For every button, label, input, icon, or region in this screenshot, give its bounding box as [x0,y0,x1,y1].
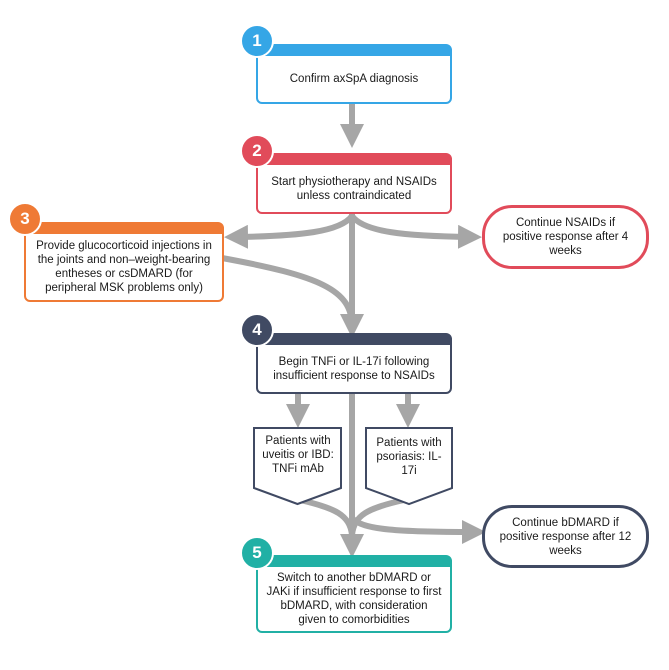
step-2-badge: 2 [240,134,274,168]
step-2-number: 2 [252,141,262,160]
step-5-badge: 5 [240,536,274,570]
subgroup-uveitis-text: Patients with uveitis or IBD: TNFi mAb [262,435,334,475]
outcome-nsaids-pill: Continue NSAIDs if positive response aft… [482,205,649,269]
step-1-number: 1 [252,31,262,50]
step-4-badge: 4 [240,313,274,347]
step-3-box: Provide glucocorticoid injections in the… [24,222,224,302]
arrow-to-bdmard [349,515,486,544]
arrow-uveitis-to-5 [299,497,355,536]
step-1-text: Confirm axSpA diagnosis [289,73,419,85]
subgroup-psoriasis-shape [365,427,453,506]
step-3-badge: 3 [8,202,42,236]
step-4-number: 4 [252,320,262,339]
subgroup-uveitis-shape [253,427,342,506]
arrow-2-to-3 [224,213,355,249]
subgroup-psoriasis-text: Patients with psoriasis: IL-17i [376,437,442,477]
outcome-bdmard-text: Continue bDMARD if positive response aft… [499,516,632,557]
step-2-text: Start physiotherapy and NSAIDs unless co… [271,175,437,202]
arrow-psoriasis-to-5 [349,497,405,536]
arrow-3-to-4 [221,255,355,327]
step-1-box: Confirm axSpA diagnosis [256,44,452,104]
step-4-box: Begin TNFi or IL-17i following insuffici… [256,333,452,394]
step-3-text: Provide glucocorticoid injections in the… [36,240,212,294]
step-4-text: Begin TNFi or IL-17i following insuffici… [273,355,435,382]
arrow-2-to-nsaids [349,213,482,249]
step-5-text: Switch to another bDMARD or JAKi if insu… [266,572,442,626]
step-5-box: Switch to another bDMARD or JAKi if insu… [256,555,452,633]
outcome-bdmard-pill: Continue bDMARD if positive response aft… [482,505,649,568]
step-2-box: Start physiotherapy and NSAIDs unless co… [256,153,452,214]
outcome-nsaids-text: Continue NSAIDs if positive response aft… [502,217,629,257]
step-1-badge: 1 [240,24,274,58]
step-5-number: 5 [252,543,262,562]
step-3-number: 3 [20,209,30,228]
